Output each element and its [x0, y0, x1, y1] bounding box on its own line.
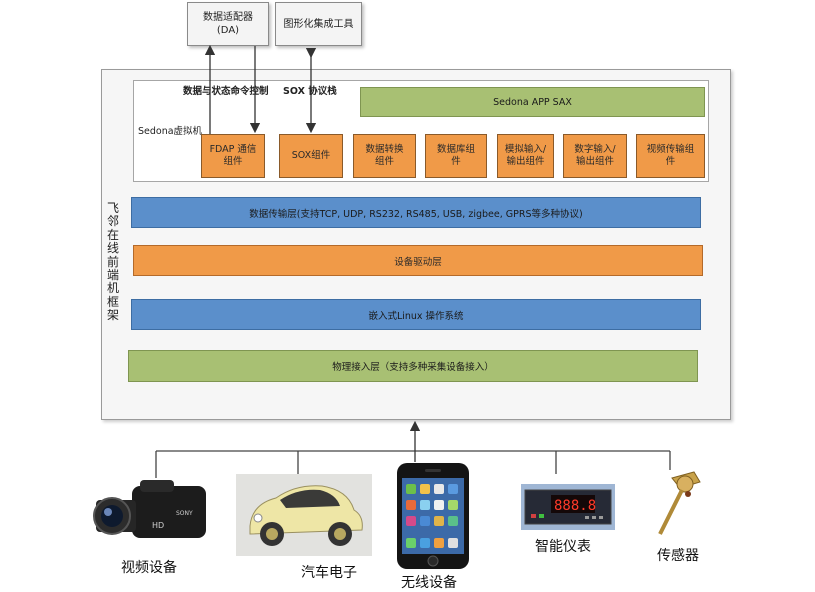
fdap-component: FDAP 通信 组件 [201, 134, 265, 178]
car-icon [236, 474, 372, 556]
driver-layer-bar: 设备驱动层 [133, 245, 703, 276]
smart-meter-label: 智能仪表 [535, 539, 591, 555]
data-adapter-box: 数据适配器 (DA) [187, 2, 269, 46]
video-camera-icon: HD SONY [93, 480, 206, 538]
sox-component: SOX组件 [279, 134, 343, 178]
transport-layer-bar: 数据传输层(支持TCP, UDP, RS232, RS485, USB, zig… [131, 197, 701, 228]
graphics-tool-box: 图形化集成工具 [275, 2, 362, 46]
sensor-icon [658, 471, 701, 535]
sensor-label: 传感器 [657, 548, 699, 564]
svg-text:HD: HD [152, 521, 164, 530]
data-conversion-component: 数据转换 组件 [353, 134, 416, 178]
sedona-app-sax-bar: Sedona APP SAX [360, 87, 705, 117]
digital-io-component: 数字输入/ 输出组件 [563, 134, 627, 178]
video-transport-component: 视频传输组 件 [636, 134, 705, 178]
analog-io-component: 模拟输入/ 输出组件 [497, 134, 554, 178]
car-electronics-label: 汽车电子 [301, 565, 357, 581]
svg-text:SONY: SONY [176, 510, 193, 517]
sedona-vm-label: Sedona虚拟机 [138, 126, 203, 137]
physical-layer-bar: 物理接入层（支持多种采集设备接入） [128, 350, 698, 382]
wireless-device-label: 无线设备 [401, 575, 457, 591]
framework-side-label: 飞邻在线前端机框架 [106, 201, 119, 323]
database-component: 数据库组 件 [425, 134, 487, 178]
video-device-label: 视频设备 [121, 560, 177, 576]
smart-meter-icon: 888.8 [521, 484, 615, 530]
os-layer-bar: 嵌入式Linux 操作系统 [131, 299, 701, 330]
data-control-label: 数据与状态命令控制 [183, 86, 269, 97]
svg-text:888.8: 888.8 [554, 498, 596, 514]
smartphone-icon [397, 463, 469, 569]
